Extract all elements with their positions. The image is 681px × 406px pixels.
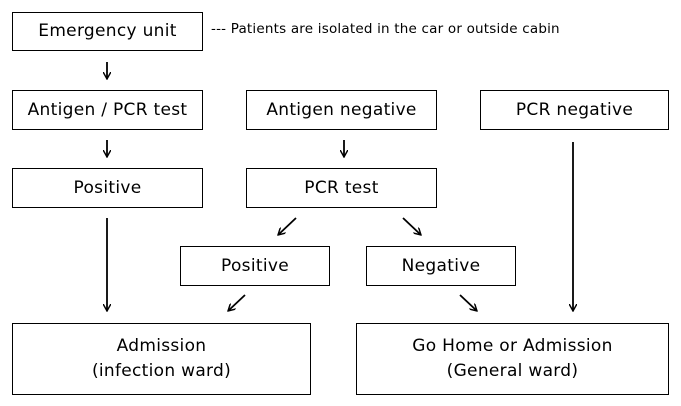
positive-top-label: Positive: [73, 177, 142, 198]
antigen-negative-label: Antigen negative: [266, 99, 417, 120]
arrow-pcr-to-positive: [278, 217, 297, 235]
pcr-test-box: PCR test: [246, 168, 437, 208]
antigen-negative-box: Antigen negative: [246, 90, 437, 130]
arrow-positive-mid-to-admission: [228, 294, 246, 311]
antigen-pcr-test-label: Antigen / PCR test: [27, 99, 188, 120]
positive-top-box: Positive: [12, 168, 203, 208]
admission-line2: (infection ward): [91, 361, 232, 381]
arrow-negative-mid-to-gohome: [459, 294, 477, 311]
positive-mid-label: Positive: [221, 255, 289, 276]
go-home-box: Go Home or Admission (General ward): [356, 323, 669, 395]
negative-mid-box: Negative: [366, 246, 516, 286]
negative-mid-label: Negative: [401, 255, 481, 276]
go-home-line2: (General ward): [446, 361, 579, 381]
isolation-note: --- Patients are isolated in the car or …: [211, 21, 560, 37]
admission-line1: Admission: [116, 336, 207, 356]
go-home-line1: Go Home or Admission: [412, 336, 613, 356]
antigen-pcr-test-box: Antigen / PCR test: [12, 90, 203, 130]
pcr-negative-label: PCR negative: [515, 99, 634, 120]
arrow-pcr-to-negative: [402, 217, 421, 235]
admission-box: Admission (infection ward): [12, 323, 311, 395]
emergency-unit-label: Emergency unit: [38, 21, 177, 41]
emergency-unit-box: Emergency unit: [12, 12, 203, 51]
pcr-test-label: PCR test: [304, 177, 379, 198]
pcr-negative-box: PCR negative: [480, 90, 669, 130]
positive-mid-box: Positive: [180, 246, 330, 286]
